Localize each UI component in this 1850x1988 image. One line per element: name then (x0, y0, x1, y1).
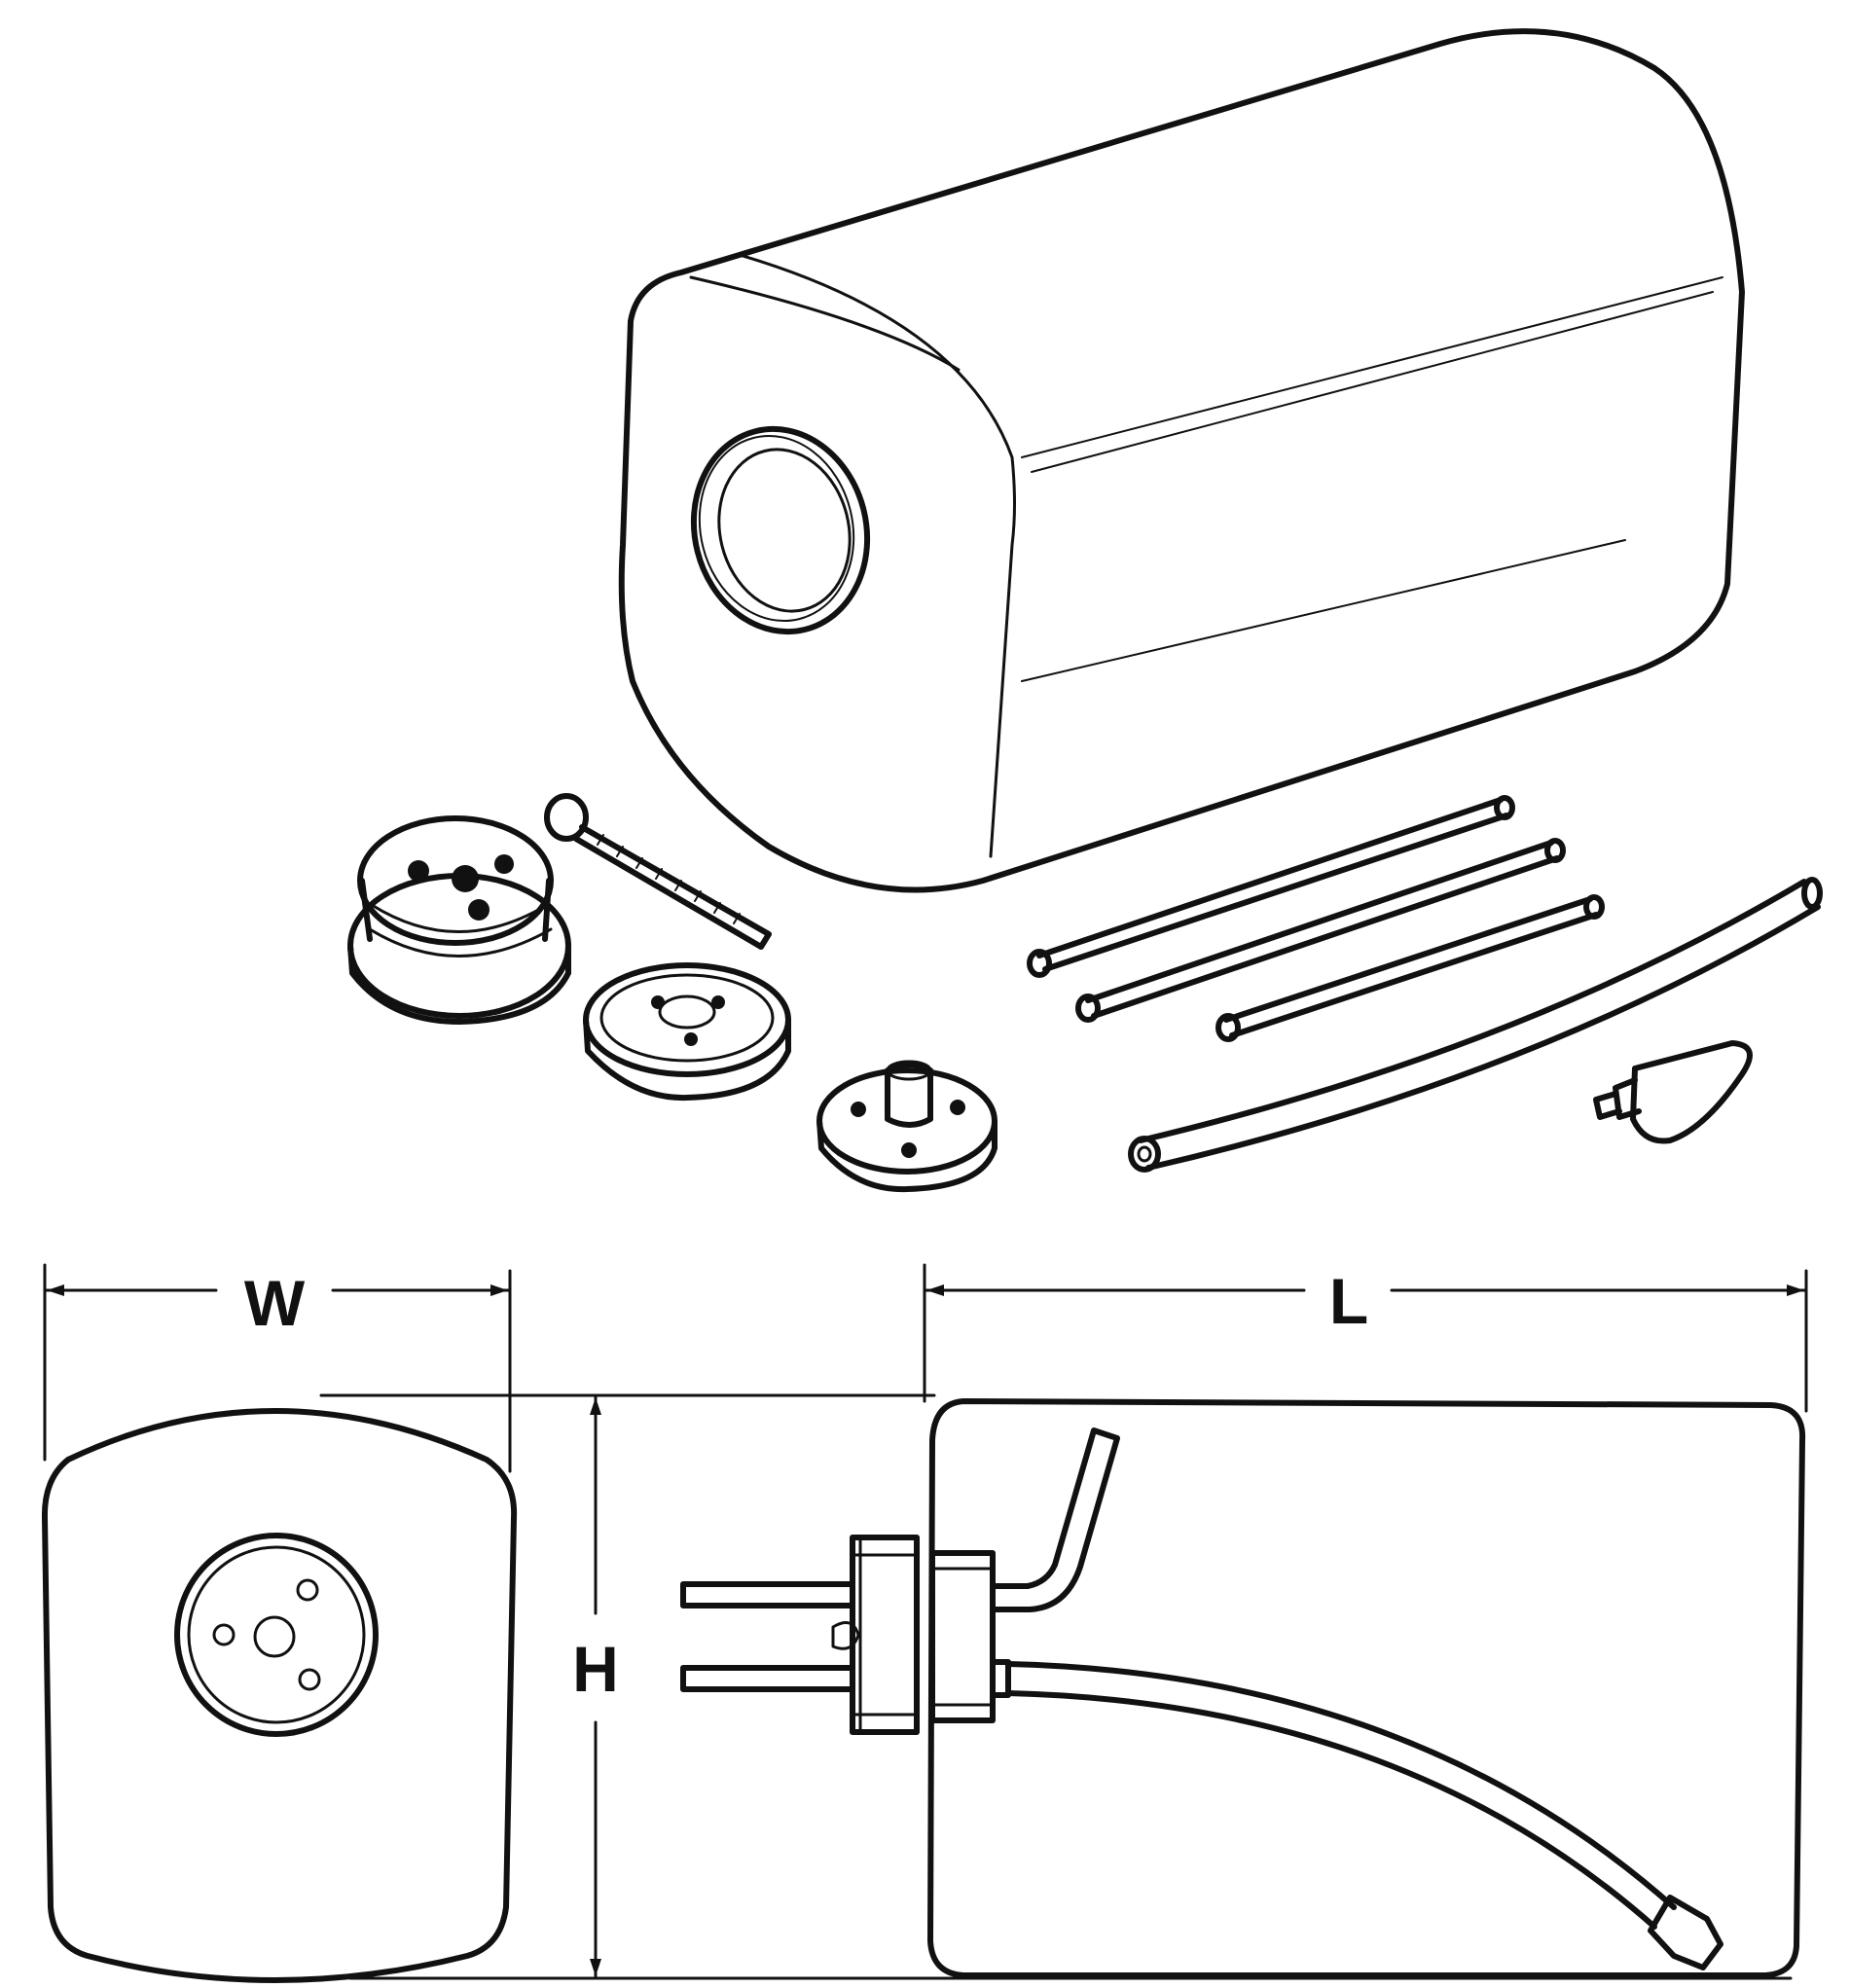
end-view-stopper-outer (174, 1533, 379, 1737)
tank-side-view (680, 1398, 1806, 1978)
side-view-outline (927, 1398, 1806, 1978)
front-plate-side (816, 1118, 998, 1193)
washer-disc (583, 962, 791, 1102)
tank-fill-opening-outer (690, 425, 871, 635)
clunk-nipple (1593, 1091, 1622, 1120)
tube-3-end (1215, 1013, 1241, 1042)
length-label: L (1329, 1265, 1368, 1337)
end-view-center-hole (253, 1615, 296, 1658)
side-view-tube-lower-outer (680, 1665, 855, 1692)
clunk-body (1630, 1040, 1753, 1144)
fuel-hose-far-end (1801, 877, 1823, 910)
end-view-hole-left (212, 1623, 236, 1646)
front-plate-hole-2 (950, 1100, 965, 1115)
screw (544, 793, 772, 950)
tank-end-view (41, 1408, 518, 1983)
side-view-pickup-hose-top (1005, 1661, 1677, 1910)
end-view-hole-top (296, 1578, 319, 1602)
tube-3-far-end (1583, 894, 1605, 920)
tube-2-far-end (1544, 838, 1566, 863)
washer-disc-top (583, 962, 791, 1077)
tank-isometric (618, 28, 1745, 893)
side-view-pickup-stub (990, 1659, 1011, 1698)
front-plate-hole-1 (851, 1102, 866, 1117)
stopper-base-side (347, 943, 571, 1025)
tank-bottom-crease (1021, 539, 1626, 682)
height-arrow-top (590, 1397, 601, 1415)
side-view-outer-flange (850, 1535, 920, 1735)
fuel-hose-end (1128, 1136, 1161, 1173)
tank-body-outline (618, 28, 1745, 893)
front-plate-nipple-top (886, 1060, 932, 1081)
tube-1-far-end (1494, 795, 1515, 820)
side-view-screw-head (831, 1621, 860, 1650)
length-arrow-left (926, 1284, 944, 1296)
stopper-hole-4 (468, 899, 490, 921)
front-plate-hole-3 (901, 1142, 917, 1158)
screw-shaft (573, 824, 772, 950)
height-arrow-bottom (590, 1959, 601, 1976)
side-view-vent-tube (990, 1428, 1120, 1612)
stopper-stack (347, 815, 571, 1025)
side-view-inner-flange-line (930, 1567, 995, 1707)
side-view-pickup-hose-bottom (1005, 1690, 1657, 1930)
washer-disc-center (658, 994, 716, 1030)
stopper-hole-2 (452, 865, 479, 892)
stopper-hole-1 (408, 860, 429, 882)
width-arrow-left (47, 1284, 64, 1296)
tank-front-edge (738, 253, 1016, 858)
front-plate-nipple (885, 1062, 933, 1128)
tubes (1027, 795, 1823, 1173)
end-view-stopper-inner (187, 1545, 366, 1724)
washer-disc-rim (599, 973, 775, 1063)
end-view-outline (41, 1408, 518, 1983)
front-plate (816, 1060, 998, 1193)
washer-hole-1 (651, 995, 665, 1009)
dimension-height: H (319, 1393, 1793, 1980)
height-label: H (572, 1633, 619, 1705)
washer-hole-3 (684, 1032, 698, 1046)
tube-1-end (1027, 949, 1052, 978)
side-view-outer-flange-line-2 (851, 1553, 919, 1717)
tank-front-edge-inner (689, 275, 961, 372)
washer-disc-side (583, 1017, 791, 1102)
tube-3 (1223, 896, 1599, 1038)
tank-fill-opening-inner (717, 448, 852, 613)
end-view-hole-bottom (298, 1668, 321, 1691)
stopper-top-side (359, 878, 552, 942)
fuel-hose-end-bore (1137, 1145, 1152, 1163)
tank-top-crease (1021, 276, 1723, 458)
stopper-base-disc (347, 873, 571, 1019)
dimension-width: W (43, 1263, 512, 1473)
side-view-clunk (1648, 1895, 1723, 1970)
clunk-neck (1613, 1077, 1642, 1120)
tube-2 (1085, 840, 1560, 1019)
clunk-weight (1593, 1040, 1753, 1144)
tank-fill-opening-lip (698, 434, 855, 623)
side-view-tube-upper-outer (680, 1581, 855, 1608)
stopper-hole-3 (494, 854, 514, 874)
tube-2-end (1075, 994, 1101, 1023)
stopper-ring-2 (370, 903, 549, 933)
washer-hole-2 (711, 995, 725, 1009)
fuel-hose-bottom (1145, 904, 1821, 1171)
fuel-hose-top (1138, 879, 1807, 1143)
stopper-ring-1 (368, 927, 553, 958)
screw-thread (597, 834, 741, 924)
tube-1 (1036, 797, 1509, 972)
width-label: W (244, 1267, 306, 1339)
length-arrow-right (1787, 1284, 1804, 1296)
dimension-length: L (923, 1263, 1808, 1413)
screw-head (544, 793, 589, 842)
width-arrow-right (490, 1284, 508, 1296)
tank-top-crease-2 (1031, 291, 1714, 473)
side-view-inner-flange (929, 1550, 996, 1723)
